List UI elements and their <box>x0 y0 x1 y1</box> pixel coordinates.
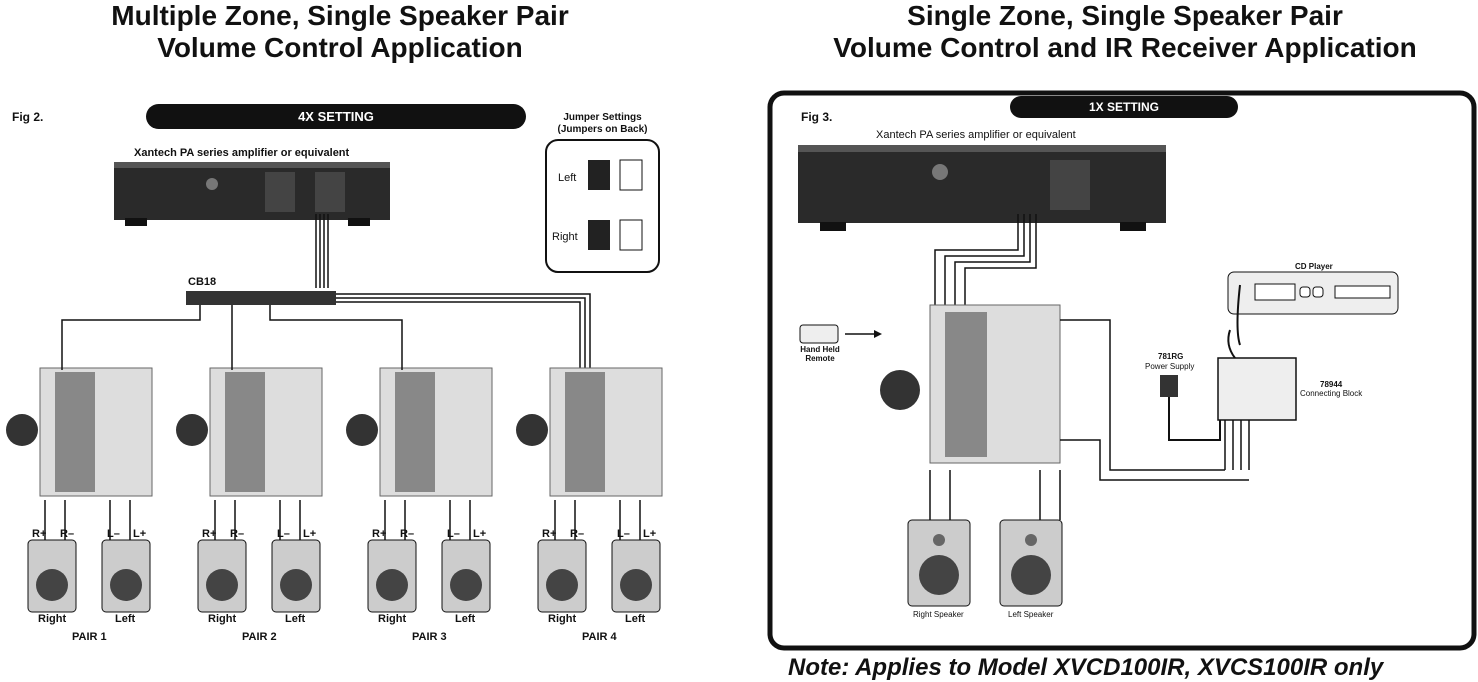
block-model-label: 78944 <box>1320 380 1343 389</box>
speaker-right-label: Right <box>208 613 237 625</box>
terminal-label: R– <box>230 528 245 540</box>
amp-wires <box>315 214 591 370</box>
psu-model-label: 781RG <box>1158 352 1184 361</box>
pair-label: PAIR 3 <box>412 631 447 643</box>
terminal-label: R– <box>400 528 415 540</box>
speaker-left-label: Left <box>455 613 476 625</box>
cd-player-graphic <box>1227 271 1399 346</box>
pair-3-assembly <box>269 305 493 613</box>
speaker-right-label: Right <box>38 613 67 625</box>
terminal-label: R+ <box>202 528 217 540</box>
terminal-label: L– <box>617 528 630 540</box>
left-amp-label: Xantech PA series amplifier or equivalen… <box>134 147 350 159</box>
terminal-label: R+ <box>542 528 557 540</box>
terminal-label: L– <box>447 528 460 540</box>
terminal-label: R– <box>60 528 75 540</box>
right-setting-pill: 1X SETTING <box>1010 96 1238 118</box>
pair-4-assembly <box>516 367 663 613</box>
left-title: Multiple Zone, Single Speaker Pair Volum… <box>111 0 569 63</box>
fig3-frame <box>767 90 1477 651</box>
terminal-label: R+ <box>32 528 47 540</box>
jumper-box <box>545 139 660 273</box>
cd-player-label: CD Player <box>1295 262 1333 271</box>
pair-2-assembly <box>176 305 323 613</box>
speaker-right-label: Right <box>378 613 407 625</box>
jumper-left-label: Left <box>558 172 577 184</box>
terminal-label: L+ <box>643 528 657 540</box>
pair-label: PAIR 2 <box>242 631 277 643</box>
right-amplifier <box>798 145 1166 231</box>
cb18-label: CB18 <box>188 276 217 288</box>
right-speakers <box>907 519 1063 607</box>
terminal-label: R– <box>570 528 585 540</box>
speaker-left-label: Left <box>285 613 306 625</box>
block-label: Connecting Block <box>1300 389 1363 398</box>
right-amp-wires <box>934 214 1037 320</box>
connecting-block-graphic <box>1060 319 1297 481</box>
terminal-label: L+ <box>303 528 317 540</box>
cb18-block <box>186 291 336 305</box>
terminal-label: L– <box>107 528 120 540</box>
left-speaker-label: Left Speaker <box>1008 610 1054 619</box>
remote-label: Hand Held Remote <box>800 345 840 363</box>
power-supply-graphic <box>1160 375 1178 397</box>
right-title: Single Zone, Single Speaker Pair Volume … <box>833 0 1417 63</box>
fig2-label: Fig 2. <box>12 110 44 124</box>
fig3-label: Fig 3. <box>801 110 833 124</box>
right-volume-control <box>880 304 1061 520</box>
jumper-right-label: Right <box>552 231 578 243</box>
right-speaker-label: Right Speaker <box>913 610 964 619</box>
pair-label: PAIR 4 <box>582 631 617 643</box>
jumper-title: Jumper Settings (Jumpers on Back) <box>557 112 648 135</box>
model-note: Note: Applies to Model XVCD100IR, XVCS10… <box>788 654 1384 681</box>
speaker-left-label: Left <box>625 613 646 625</box>
psu-label: Power Supply <box>1145 362 1195 371</box>
pair-1-assembly <box>6 305 201 613</box>
speaker-left-label: Left <box>115 613 136 625</box>
terminal-label: R+ <box>372 528 387 540</box>
left-amplifier <box>114 162 390 226</box>
pair-label: PAIR 1 <box>72 631 107 643</box>
terminal-label: L+ <box>133 528 147 540</box>
right-amp-label: Xantech PA series amplifier or equivalen… <box>876 129 1076 141</box>
speaker-right-label: Right <box>548 613 577 625</box>
terminal-label: L+ <box>473 528 487 540</box>
terminal-label: L– <box>277 528 290 540</box>
remote-graphic <box>799 324 839 344</box>
left-setting-pill: 4X SETTING <box>146 104 526 129</box>
